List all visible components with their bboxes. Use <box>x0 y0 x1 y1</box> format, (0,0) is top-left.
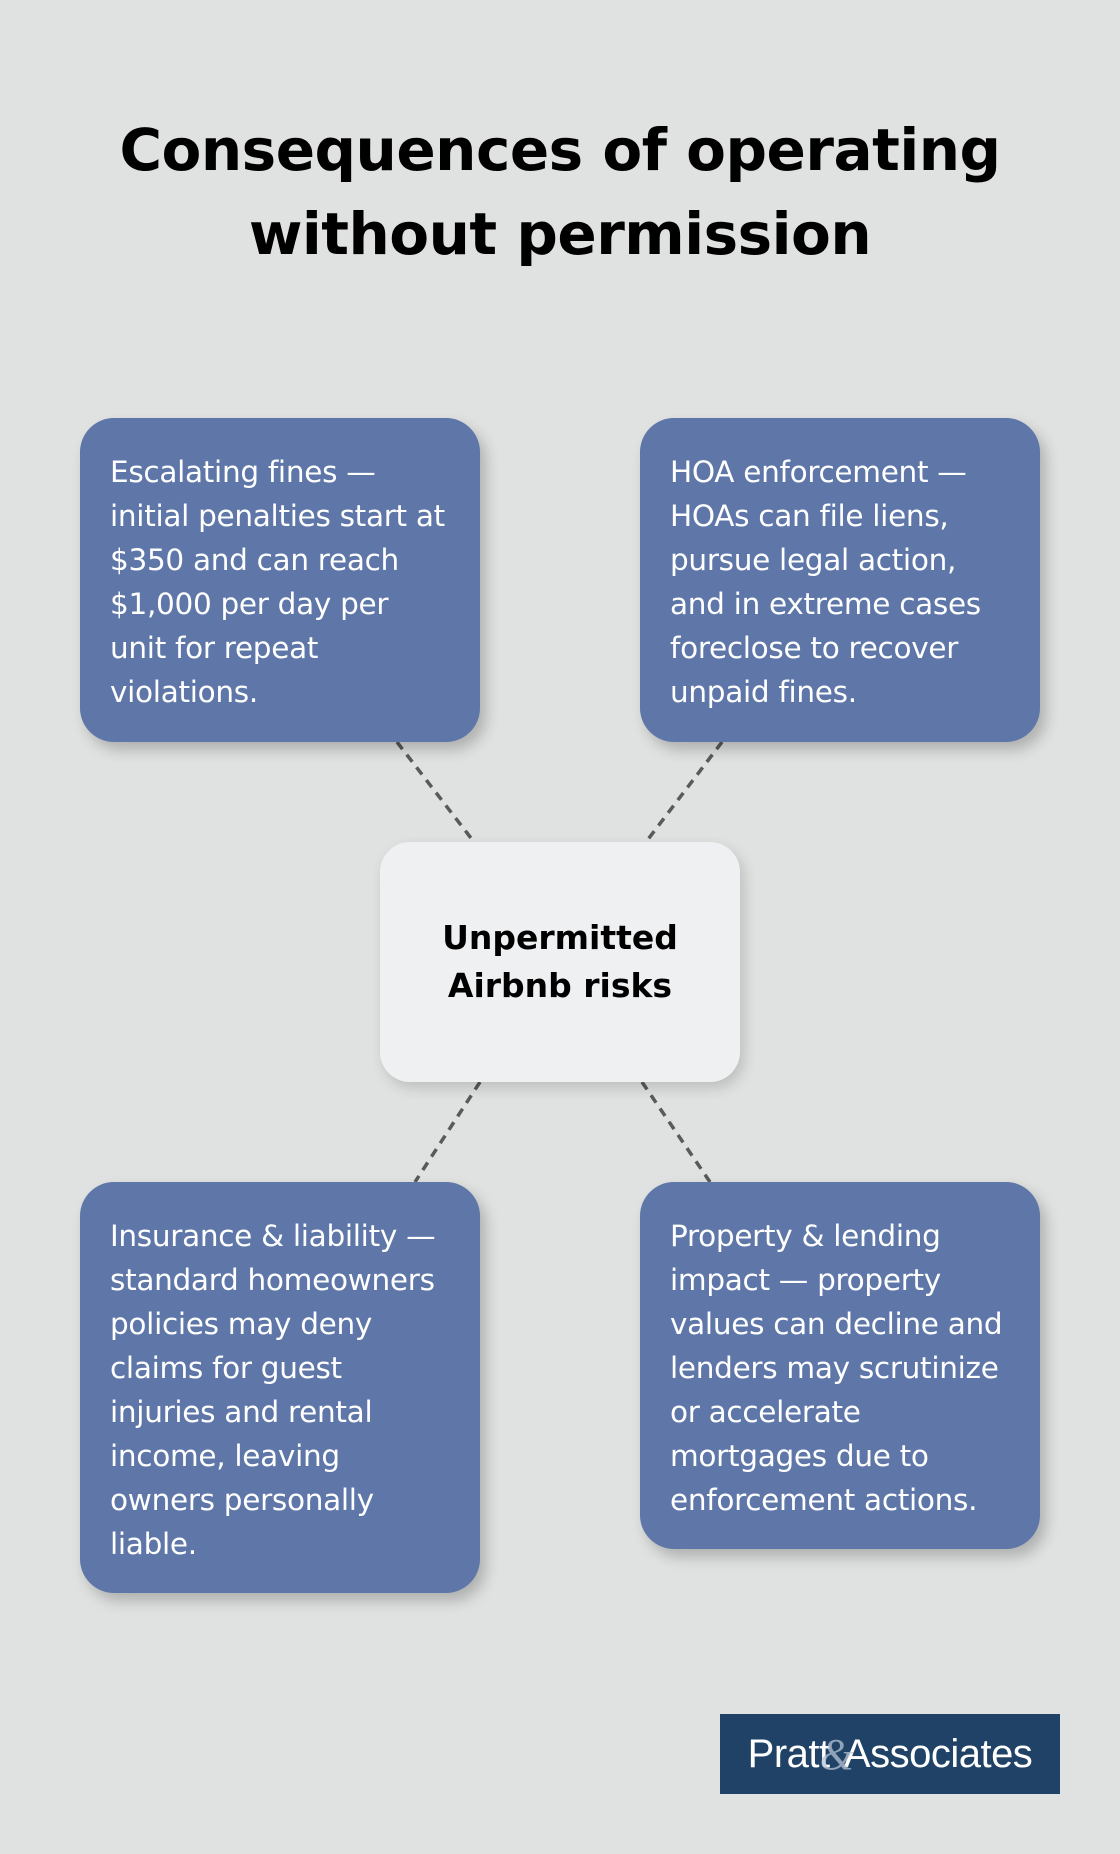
logo-left-text: Pratt <box>747 1731 830 1776</box>
card-hoa-enforcement: HOA enforcement — HOAs can file liens, p… <box>640 418 1040 742</box>
connector-top-right <box>644 740 724 844</box>
card-escalating-fines: Escalating fines — initial penalties sta… <box>80 418 480 742</box>
center-line-1: Unpermitted <box>442 918 678 957</box>
card-property-lending: Property & lending impact — property val… <box>640 1182 1040 1549</box>
card-text: HOA enforcement — HOAs can file liens, p… <box>670 455 981 709</box>
card-text: Escalating fines — initial penalties sta… <box>110 455 445 709</box>
page-title: Consequences of operating without permis… <box>0 108 1120 276</box>
card-insurance-liability: Insurance & liability — standard homeown… <box>80 1182 480 1593</box>
card-text: Insurance & liability — standard homeown… <box>110 1219 436 1561</box>
connector-top-left <box>395 740 476 844</box>
title-line-2: without permission <box>248 200 872 268</box>
connector-bottom-right <box>640 1081 712 1183</box>
ampersand-icon: & <box>819 1729 854 1779</box>
center-line-2: Airbnb risks <box>447 966 673 1005</box>
connector-bottom-left <box>413 1081 482 1183</box>
logo-right-text: Associates <box>843 1731 1033 1776</box>
center-node: Unpermitted Airbnb risks <box>380 842 740 1082</box>
card-text: Property & lending impact — property val… <box>670 1219 1003 1517</box>
title-line-1: Consequences of operating <box>119 116 1001 184</box>
pratt-associates-logo: Pratt & Associates <box>720 1714 1060 1794</box>
